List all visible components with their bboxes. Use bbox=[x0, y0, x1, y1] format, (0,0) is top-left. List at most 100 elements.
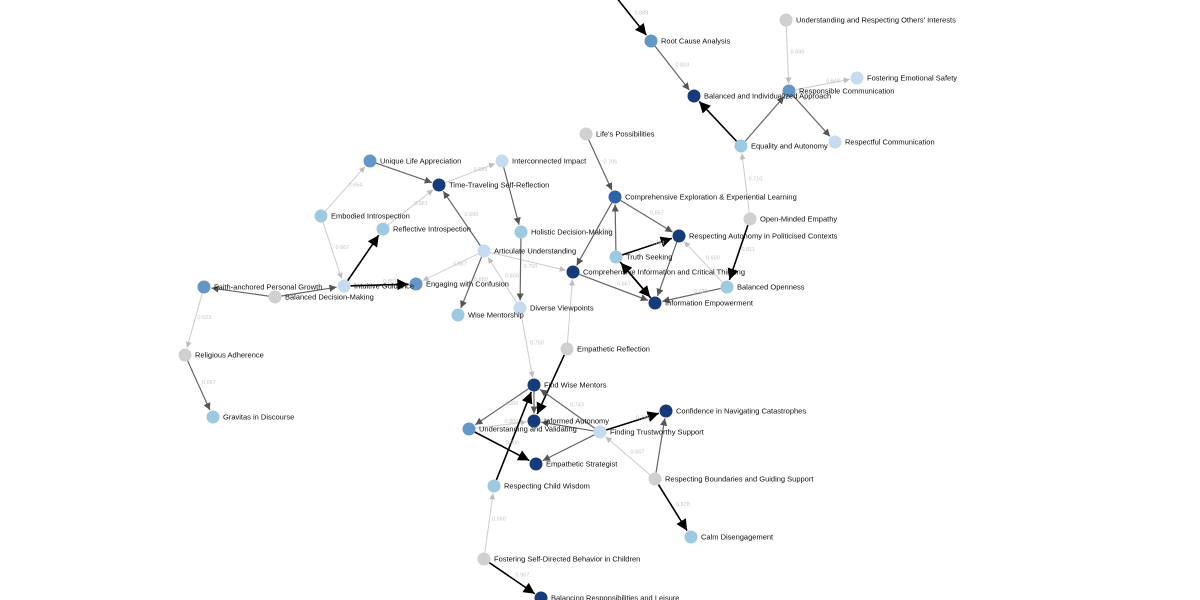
node-fostering-safety[interactable] bbox=[850, 71, 864, 85]
node-find-wise-mentors[interactable] bbox=[527, 378, 541, 392]
node-holistic[interactable] bbox=[514, 225, 528, 239]
node-label-reflective: Reflective Introspection bbox=[393, 225, 471, 234]
node-calm-disengagement[interactable] bbox=[684, 530, 698, 544]
edge-weight-label: 0.589 bbox=[474, 167, 488, 173]
node-articulate[interactable] bbox=[477, 244, 491, 258]
edge-unique_life-to-time_traveling bbox=[375, 162, 433, 184]
edge-intuitive-to-reflective bbox=[347, 234, 380, 282]
edge-equality_autonomy-to-balanced_individualized bbox=[698, 100, 738, 142]
node-unique-life[interactable] bbox=[363, 154, 377, 168]
node-diverse-viewpoints[interactable] bbox=[513, 301, 527, 315]
edge-weight-label: 0.900 bbox=[506, 441, 520, 447]
edges-layer bbox=[185, 0, 850, 595]
node-fostering-self-directed[interactable] bbox=[477, 552, 491, 566]
node-respecting-child[interactable] bbox=[487, 479, 501, 493]
node-root-cause[interactable] bbox=[644, 34, 658, 48]
node-responsible-comm[interactable] bbox=[782, 84, 796, 98]
edge-understanding_interests-to-responsible_comm bbox=[785, 26, 792, 84]
edge-intuitive-to-engaging_confusion bbox=[350, 278, 409, 291]
edge-open_minded-to-balanced_openness bbox=[727, 224, 749, 281]
node-faith-anchored[interactable] bbox=[197, 280, 211, 294]
node-label-open-minded: Open-Minded Empathy bbox=[760, 215, 837, 224]
node-balancing-responsibilities[interactable] bbox=[534, 591, 548, 600]
node-engaging-confusion[interactable] bbox=[409, 277, 423, 291]
edge-articulate-to-time_traveling bbox=[442, 190, 481, 246]
node-label-balanced-decision: Balanced Decision-Making bbox=[285, 293, 374, 302]
node-label-articulate: Articulate Understanding bbox=[494, 247, 576, 256]
edge-weight-label: 0.667 bbox=[453, 262, 467, 268]
node-label-find-wise-mentors: Find Wise Mentors bbox=[544, 381, 607, 390]
node-label-respecting-boundaries: Respecting Boundaries and Guiding Suppor… bbox=[665, 475, 814, 484]
node-label-embodied: Embodied Introspection bbox=[331, 212, 410, 221]
edge-empathetic_reflection-to-comprehensive_info bbox=[567, 279, 575, 343]
node-religious-adherence[interactable] bbox=[178, 348, 192, 362]
edge-weight-label: 0.967 bbox=[516, 573, 530, 579]
node-label-informed-autonomy: Informed Autonomy bbox=[544, 417, 609, 426]
node-label-understanding-interests: Understanding and Respecting Others' Int… bbox=[796, 16, 956, 25]
edge-empathetic_reflection-to-informed_autonomy bbox=[536, 354, 566, 415]
node-label-religious-adherence: Religious Adherence bbox=[195, 351, 264, 360]
edge-respecting_autonomy_pol-to-info_empowerment bbox=[656, 241, 678, 297]
node-label-balanced-openness: Balanced Openness bbox=[737, 283, 805, 292]
node-label-fostering-self-directed: Fostering Self-Directed Behavior in Chil… bbox=[494, 555, 640, 564]
node-finding-support[interactable] bbox=[593, 425, 607, 439]
node-intuitive[interactable] bbox=[337, 279, 351, 293]
node-open-minded[interactable] bbox=[743, 212, 757, 226]
node-respecting-autonomy-pol[interactable] bbox=[672, 229, 686, 243]
node-balanced-decision[interactable] bbox=[268, 290, 282, 304]
node-embodied[interactable] bbox=[314, 209, 328, 223]
node-equality-autonomy[interactable] bbox=[734, 139, 748, 153]
node-wise-mentorship[interactable] bbox=[451, 308, 465, 322]
node-label-interconnected: Interconnected Impact bbox=[512, 157, 587, 166]
edge-weight-label: 0.710 bbox=[749, 177, 763, 183]
node-label-holistic: Holistic Decision-Making bbox=[531, 228, 613, 237]
edge-weight-label: 0.718 bbox=[597, 229, 611, 235]
node-gravitas[interactable] bbox=[206, 410, 220, 424]
edge-weight-label: 0.778 bbox=[570, 421, 584, 427]
node-lifes-possibilities[interactable] bbox=[579, 127, 593, 141]
edge-diverse_viewpoints-to-articulate bbox=[487, 257, 517, 303]
node-understanding-validating[interactable] bbox=[462, 422, 476, 436]
node-label-balanced-individualized: Balanced and Individualized Approach bbox=[704, 92, 831, 101]
edge-truth_seeking-to-comprehensive_exploration bbox=[611, 204, 619, 251]
node-respectful-comm[interactable] bbox=[828, 135, 842, 149]
edge-weight-label: 0.690 bbox=[791, 50, 805, 56]
node-label-respectful-comm: Respectful Communication bbox=[845, 138, 935, 147]
edge-weight-label: 1.000 bbox=[505, 401, 519, 407]
node-reflective[interactable] bbox=[376, 222, 390, 236]
node-label-engaging-confusion: Engaging with Confusion bbox=[426, 280, 509, 289]
edge-finding_support-to-informed_autonomy bbox=[541, 419, 594, 432]
node-informed-autonomy[interactable] bbox=[527, 414, 541, 428]
edge-weight-label: 0.650 bbox=[474, 277, 488, 283]
node-balanced-openness[interactable] bbox=[720, 280, 734, 294]
node-label-unique-life: Unique Life Appreciation bbox=[380, 157, 461, 166]
node-label-time-traveling: Time-Traveling Self-Reflection bbox=[449, 181, 549, 190]
node-truth-seeking[interactable] bbox=[609, 250, 623, 264]
node-respecting-boundaries[interactable] bbox=[648, 472, 662, 486]
node-label-calm-disengagement: Calm Disengagement bbox=[701, 533, 774, 542]
node-understanding-interests[interactable] bbox=[779, 13, 793, 27]
edge-weight-label: 0.800 bbox=[505, 419, 519, 425]
node-comprehensive-exploration[interactable] bbox=[608, 190, 622, 204]
edge-interconnected-to-holistic bbox=[503, 167, 521, 225]
edge-balanced_openness-to-respecting_autonomy_pol bbox=[683, 241, 723, 283]
node-empathetic-reflection[interactable] bbox=[560, 342, 574, 356]
edge-weight-label: 0.690 bbox=[465, 212, 479, 218]
node-empathetic-strategist[interactable] bbox=[529, 457, 543, 471]
node-label-comprehensive-info: Comprehensive Information and Critical T… bbox=[583, 268, 745, 277]
node-interconnected[interactable] bbox=[495, 154, 509, 168]
edge-weight-label: 0.750 bbox=[530, 341, 544, 347]
node-label-lifes-possibilities: Life's Possibilities bbox=[596, 130, 655, 139]
node-comprehensive-info[interactable] bbox=[566, 265, 580, 279]
edge-weight-label: 0.811 bbox=[742, 247, 755, 253]
node-time-traveling[interactable] bbox=[432, 178, 446, 192]
node-label-equality-autonomy: Equality and Autonomy bbox=[751, 142, 828, 151]
node-balanced-individualized[interactable] bbox=[687, 89, 701, 103]
node-confidence-catastrophes[interactable] bbox=[659, 404, 673, 418]
edge-equality_autonomy-to-responsible_comm bbox=[744, 96, 785, 142]
node-label-comprehensive-exploration: Comprehensive Exploration & Experiential… bbox=[625, 193, 797, 202]
edge-top_offscreen-to-root_cause bbox=[617, 0, 647, 36]
edge-weight-label: 0.625 bbox=[694, 289, 708, 295]
node-info-empowerment[interactable] bbox=[648, 296, 662, 310]
edge-embodied-to-unique_life bbox=[324, 166, 366, 212]
